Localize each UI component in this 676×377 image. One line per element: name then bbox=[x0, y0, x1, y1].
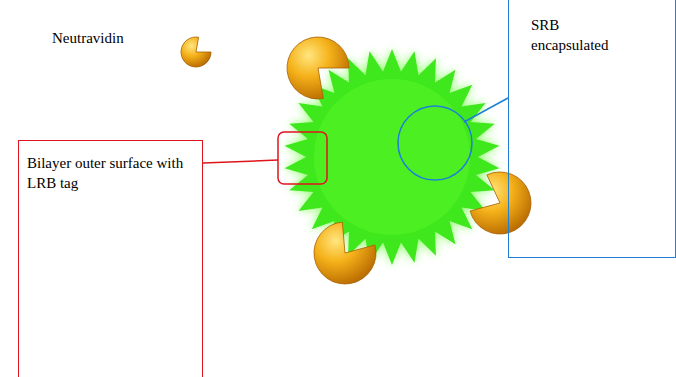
leader-line bbox=[464, 98, 508, 122]
surface-marker bbox=[278, 132, 327, 184]
interior-marker bbox=[398, 106, 472, 180]
leader-line bbox=[203, 160, 278, 163]
neutravidin-symbols bbox=[181, 37, 531, 284]
callout-text: Bilayer outer surface with LRB tag bbox=[27, 153, 194, 194]
liposome-core bbox=[314, 79, 470, 235]
callout-box: Bilayer outer surface with LRB tag bbox=[18, 140, 203, 377]
neutravidin-symbol bbox=[470, 172, 531, 234]
neutravidin-symbol bbox=[287, 37, 349, 99]
neutravidin-symbol bbox=[314, 222, 376, 284]
component-label: Neutravidin bbox=[52, 30, 124, 47]
neutravidin-symbol bbox=[181, 37, 211, 67]
callout-box: SRB encapsulated bbox=[508, 0, 676, 258]
callout-text: SRB encapsulated bbox=[531, 15, 631, 56]
